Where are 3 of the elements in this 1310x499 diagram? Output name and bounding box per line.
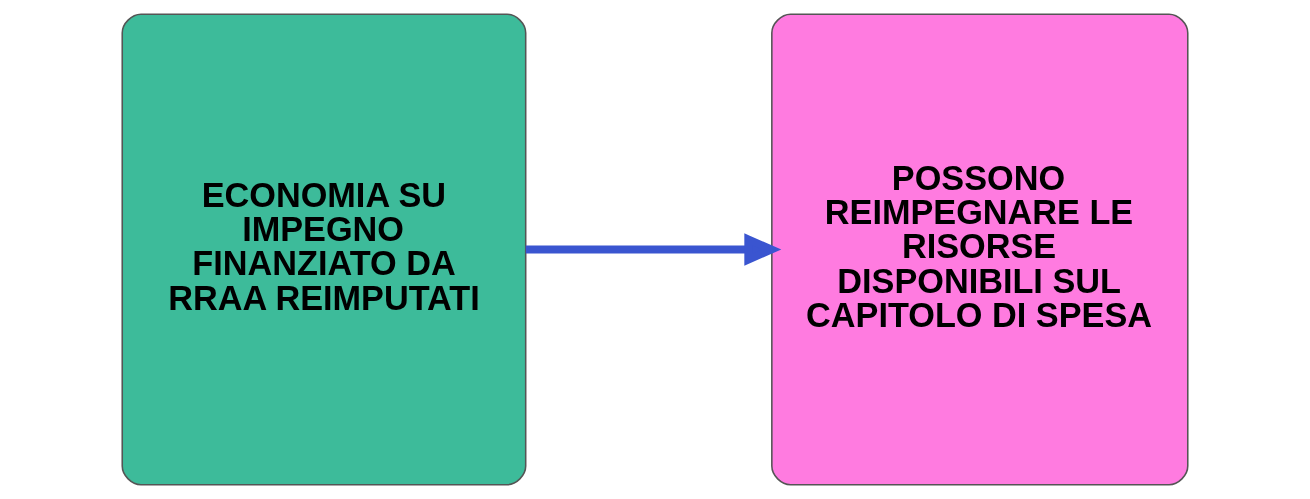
node-box: ECONOMIA SU IMPEGNO FINANZIATO DA RRAA REIMPUTATI bbox=[121, 13, 527, 486]
node-box: POSSONO REIMPEGNARE LE RISORSE DISPONIBILI SUL CAPITOLO DI SPESA bbox=[771, 13, 1189, 486]
arrow bbox=[525, 233, 782, 266]
